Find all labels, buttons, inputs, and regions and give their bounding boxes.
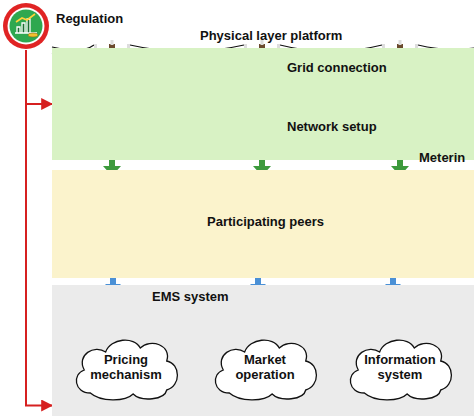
band-label: EMS system: [150, 290, 231, 305]
physical-layer-band: Physical layer platformGrid connectionNe…: [52, 48, 474, 160]
cloud-shape: Market operation: [209, 333, 321, 403]
cloud-label: Pricing mechanism: [83, 353, 169, 383]
ems-band: Pricing mechanism Market operation Informa…: [52, 285, 474, 416]
cloud-shape: Pricing mechanism: [70, 333, 182, 403]
band-label: Network setup: [285, 120, 379, 135]
peers-band: Participating peers: [52, 170, 474, 278]
cloud-label: Market operation: [222, 353, 308, 383]
regulation-arrow: [26, 50, 52, 104]
cloud-label: Information system: [357, 353, 443, 383]
band-label: Participating peers: [205, 215, 326, 230]
node-heading: Regulation: [56, 12, 123, 27]
cloud-shape: Information system: [344, 333, 456, 403]
callout-label: Meterin: [419, 150, 465, 165]
regulation-arrow: [26, 50, 52, 406]
band-label: Grid connection: [285, 61, 389, 76]
regulation-circle: [2, 2, 50, 50]
regulation-icon: Regulation: [2, 2, 50, 50]
band-heading: Physical layer platform: [200, 29, 342, 44]
